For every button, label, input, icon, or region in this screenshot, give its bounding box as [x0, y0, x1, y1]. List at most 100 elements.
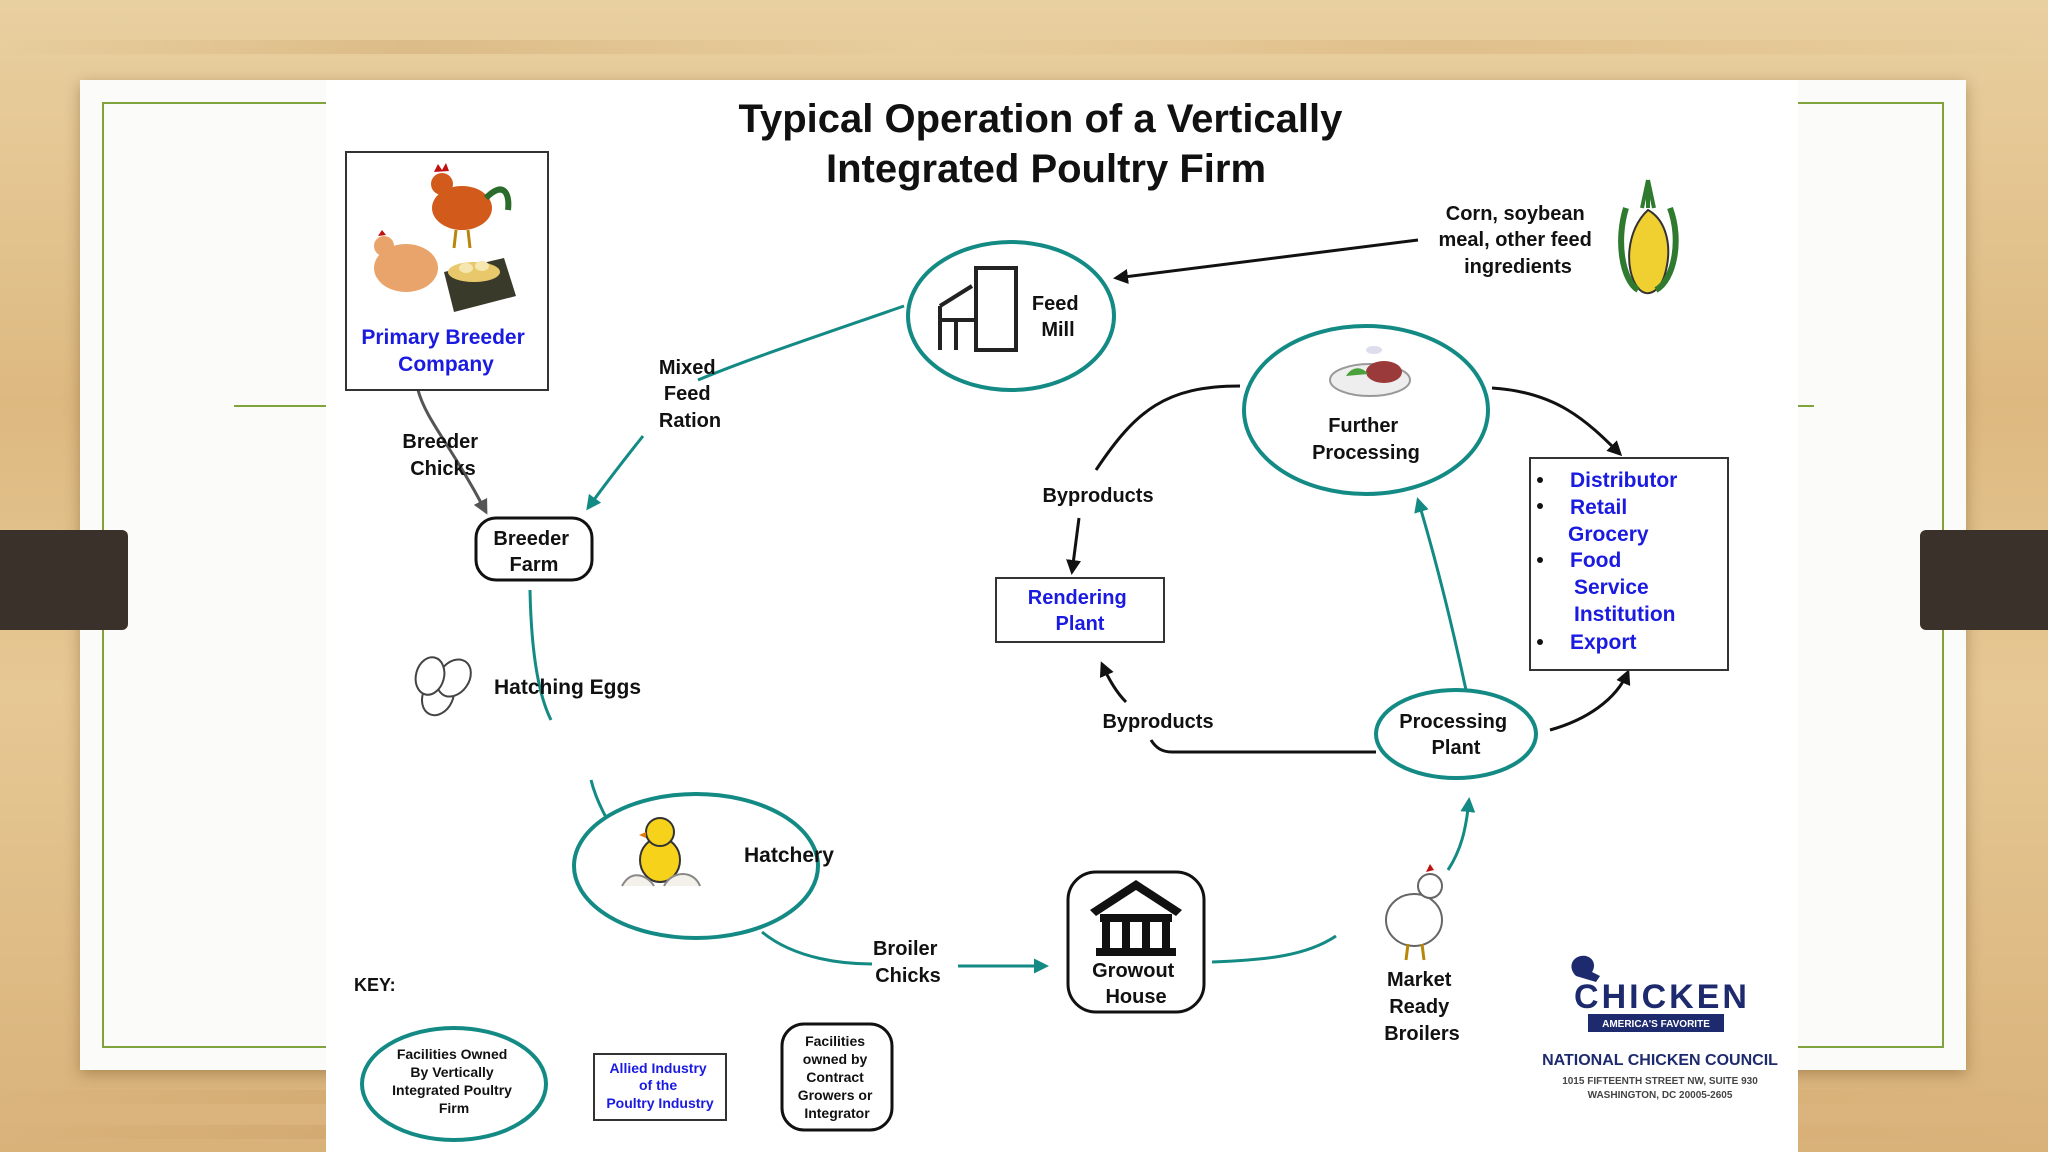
- arrow-plant-to-further: [1414, 497, 1468, 691]
- hatchery-node: Hatchery: [572, 792, 834, 940]
- arrow-plant-byproducts-2: [1099, 661, 1128, 704]
- arrow-further-to-outputs: [1491, 386, 1623, 457]
- output-service: Service: [1574, 576, 1649, 599]
- broiler-chicks-label-2: Chicks: [875, 965, 941, 987]
- svg-text:Growout House: Growout House: [1092, 960, 1180, 1008]
- arrow-hatching-eggs: [528, 589, 553, 721]
- hatchery-label: Hatchery: [744, 844, 834, 867]
- svg-text:Mixed Feed Ration: Mixed Feed Ration: [659, 357, 721, 432]
- market-ready-label-3: Broilers: [1384, 1023, 1460, 1045]
- logo-banner: AMERICA'S FAVORITE: [1602, 1019, 1710, 1030]
- broiler-chicks-label: Broiler: [873, 938, 938, 960]
- ncc-logo: CHICKEN AMERICA'S FAVORITE NATIONAL CHIC…: [1542, 955, 1778, 1101]
- market-ready-label-2: Ready: [1389, 996, 1450, 1018]
- svg-text:Corn, soybean meal, other: Corn, soybean meal, other feed ingredien…: [1439, 203, 1598, 278]
- breeder-farm-node: Breeder Farm: [474, 516, 594, 582]
- output-distributor: Distributor: [1570, 469, 1677, 492]
- further-processing-label: Further: [1328, 415, 1398, 437]
- rooster-icon: [431, 163, 512, 249]
- svg-text:Further Processing: Further Processing: [1312, 415, 1420, 464]
- primary-breeder-label-2: Company: [398, 353, 494, 376]
- output-institution: Institution: [1574, 603, 1675, 626]
- logo-name: CHICKEN: [1574, 978, 1750, 1016]
- food-plate-icon: [1329, 346, 1411, 397]
- corn-icon: [1618, 179, 1679, 295]
- key-owned: Facilities Owned By Vertically Integrate…: [360, 1026, 548, 1142]
- svg-text:Market Ready Broilers: Market Ready Broilers: [1384, 969, 1460, 1045]
- key-allied: Allied Industry of the Poultry Industry: [593, 1053, 727, 1121]
- further-processing-label-2: Processing: [1312, 442, 1420, 464]
- svg-text:Processing Plant: Processing Plant: [1399, 711, 1512, 759]
- byproducts-bottom-label: Byproducts: [1102, 711, 1213, 733]
- breeder-chicks-label: Breeder: [402, 431, 478, 453]
- rendering-plant-label-2: Plant: [1056, 613, 1105, 635]
- primary-breeder-box: Primary Breeder Company: [345, 151, 549, 391]
- chick-icon: [621, 817, 701, 887]
- processing-plant-node: Processing Plant: [1374, 688, 1538, 780]
- corn-label-2: meal, other feed: [1439, 229, 1592, 251]
- corn-label: Corn, soybean: [1446, 203, 1585, 225]
- rendering-plant-label: Rendering: [1028, 587, 1127, 609]
- logo-address-2: WASHINGTON, DC 20005-2605: [1588, 1090, 1733, 1101]
- feed-mill-icon: [938, 266, 1018, 352]
- corn-label-3: ingredients: [1464, 256, 1572, 278]
- svg-text:Breeder Farm: Breeder Farm: [493, 528, 574, 576]
- processing-plant-label-2: Plant: [1432, 737, 1481, 759]
- svg-text:Broiler Chicks: Broiler Chicks: [873, 938, 943, 987]
- right-side-tab: [1920, 530, 2048, 630]
- house-icon: [1090, 880, 1182, 956]
- feed-mill-node: Feed Mill: [906, 240, 1116, 392]
- output-food: Food: [1570, 549, 1621, 572]
- mixed-feed-label-2: Feed: [664, 383, 711, 405]
- svg-text:Facilities owned by: Facilities owned by Contract Growers or …: [798, 1033, 877, 1121]
- broiler-chicken-icon: [1385, 864, 1443, 961]
- key-contract: Facilities owned by Contract Growers or …: [780, 1022, 894, 1132]
- svg-text:Primary Breeder Company: Primary Breeder Company: [361, 326, 530, 376]
- hatching-eggs-label: Hatching Eggs: [494, 676, 641, 699]
- mixed-feed-label-3: Ration: [659, 410, 721, 432]
- feed-mill-label: Feed: [1032, 293, 1079, 315]
- svg-text:Distributor Retail: Distributor Retail Grocery Food Service …: [1568, 469, 1683, 654]
- rendering-plant-node: Rendering Plant: [995, 577, 1165, 643]
- svg-text:Breeder Chicks: Breeder Chicks: [402, 431, 483, 480]
- growout-house-label-2: House: [1105, 986, 1166, 1008]
- mixed-feed-label: Mixed: [659, 357, 716, 379]
- chicken-logo-icon: [1571, 955, 1600, 982]
- arrow-further-byproducts: [1094, 384, 1241, 471]
- breeder-farm-label-2: Farm: [510, 554, 559, 576]
- svg-text:Feed Mill: Feed Mill: [1032, 293, 1084, 341]
- arrow-corn-to-mill: [1113, 238, 1419, 284]
- outputs-box: Distributor Retail Grocery Food Service …: [1529, 457, 1729, 671]
- arrow-breeder-chicks: [416, 389, 488, 515]
- svg-text:Rendering Plant: Rendering Plant: [1028, 587, 1132, 635]
- arrow-market-to-plant: [1446, 797, 1476, 871]
- arrow-feed-to-breeder: [697, 304, 905, 382]
- svg-text:Facilities Owned By Vert: Facilities Owned By Vertically Integrate…: [392, 1046, 516, 1116]
- breeder-farm-label: Breeder: [493, 528, 569, 550]
- byproducts-top-label: Byproducts: [1042, 485, 1153, 507]
- logo-org: NATIONAL CHICKEN COUNCIL: [1542, 1052, 1778, 1069]
- diagram-title: Typical Operation of a Vertically Integr…: [738, 97, 1353, 191]
- egg-basket-icon: [444, 258, 516, 312]
- feed-mill-label-2: Mill: [1041, 319, 1074, 341]
- arrow-further-byproducts-2: [1066, 517, 1081, 575]
- arrow-growout-to-market: [1211, 934, 1337, 964]
- breeder-chicks-label-2: Chicks: [410, 458, 476, 480]
- market-ready-label: Market: [1387, 969, 1452, 991]
- growout-house-label: Growout: [1092, 960, 1175, 982]
- hen-icon: [374, 230, 438, 292]
- primary-breeder-label: Primary Breeder: [361, 326, 524, 349]
- arrow-plant-byproducts: [1149, 739, 1376, 754]
- output-grocery: Grocery: [1568, 523, 1649, 546]
- further-processing-node: Further Processing: [1242, 324, 1490, 496]
- arrow-plant-to-outputs: [1549, 669, 1631, 732]
- arrow-feed-to-breeder-2: [586, 435, 645, 511]
- eggs-icon: [414, 656, 472, 717]
- logo-address-1: 1015 FIFTEENTH STREET NW, SUITE 930: [1562, 1076, 1758, 1087]
- output-export: Export: [1570, 631, 1637, 654]
- arrow-broiler-chicks: [761, 930, 873, 966]
- left-side-tab: [0, 530, 128, 630]
- growout-house-node: Growout House: [1066, 870, 1206, 1014]
- svg-text:Allied Industry of the: Allied Industry of the Poultry Industry: [606, 1060, 714, 1111]
- poultry-diagram: Typical Operation of a Vertically Integr…: [326, 80, 1798, 1152]
